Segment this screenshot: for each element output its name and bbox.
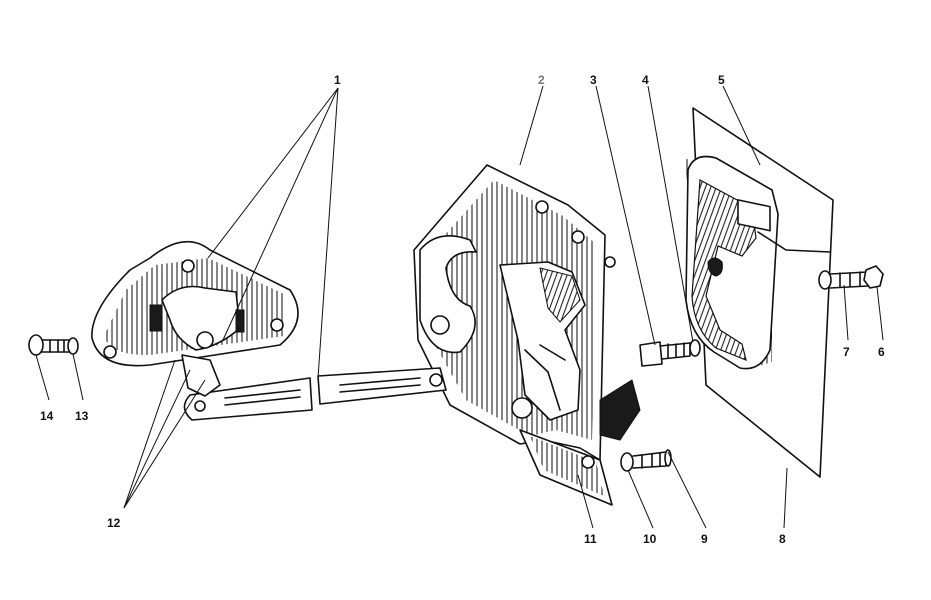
callout-7: 7: [843, 345, 850, 359]
nut-6: [863, 265, 884, 289]
linkage-rod: [183, 367, 447, 421]
callout-9: 9: [701, 532, 708, 546]
washer-4: [689, 339, 701, 357]
washer-10: [620, 452, 634, 472]
flange-plate: [519, 429, 613, 506]
callout-13: 13: [75, 409, 89, 423]
remote-handle-assembly: [91, 240, 299, 397]
callout-10: 10: [643, 532, 657, 546]
callout-8: 8: [779, 532, 786, 546]
latch-rivet-icon: [430, 315, 450, 335]
callout-4: 4: [642, 73, 649, 87]
callout-2: 2: [538, 73, 545, 87]
socket-screw: [639, 341, 691, 367]
washer-13: [67, 337, 79, 355]
striker-block: [685, 155, 831, 370]
callout-12: 12: [107, 516, 121, 530]
screw-9: [632, 449, 672, 469]
callout-11: 11: [584, 532, 597, 546]
callout-1: 1: [334, 73, 341, 87]
screw-14: [28, 334, 71, 356]
callout-14: 14: [40, 409, 54, 423]
lock-body: [413, 164, 641, 461]
leader-lines: [35, 85, 884, 529]
callout-5: 5: [718, 73, 725, 87]
bolt-7: [818, 270, 869, 290]
callout-3: 3: [590, 73, 597, 87]
callout-labels: 1 2 3 4 5 6 7 8 9 10 11 12 13 14: [40, 73, 885, 546]
callout-6: 6: [878, 345, 885, 359]
